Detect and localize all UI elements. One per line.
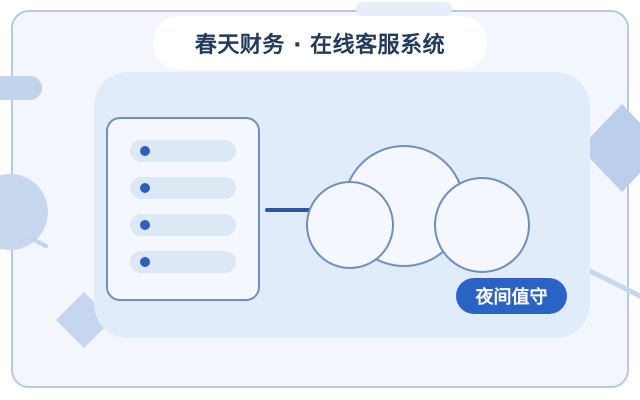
list-item <box>130 251 236 273</box>
deco-line-left <box>28 236 48 248</box>
dot-icon <box>140 146 150 156</box>
dot-icon <box>140 257 150 267</box>
deco-tab-top <box>356 2 452 16</box>
night-duty-badge: 夜间值守 <box>456 278 567 314</box>
deco-pill-left <box>0 76 42 100</box>
page-title: 春天财务 · 在线客服系统 <box>194 33 446 58</box>
dot-icon <box>140 220 150 230</box>
deco-diamond-right <box>580 104 640 192</box>
badge-label: 夜间值守 <box>475 287 548 308</box>
list-item <box>130 140 236 162</box>
service-list-card <box>106 117 260 301</box>
connector-line <box>265 208 331 212</box>
deco-circle-left <box>0 174 48 250</box>
dot-icon <box>140 183 150 193</box>
list-item <box>130 214 236 236</box>
cloud-circle-right <box>434 177 530 273</box>
list-item <box>130 177 236 199</box>
cloud-circle-left <box>306 181 394 269</box>
title-banner: 春天财务 · 在线客服系统 <box>153 16 487 70</box>
